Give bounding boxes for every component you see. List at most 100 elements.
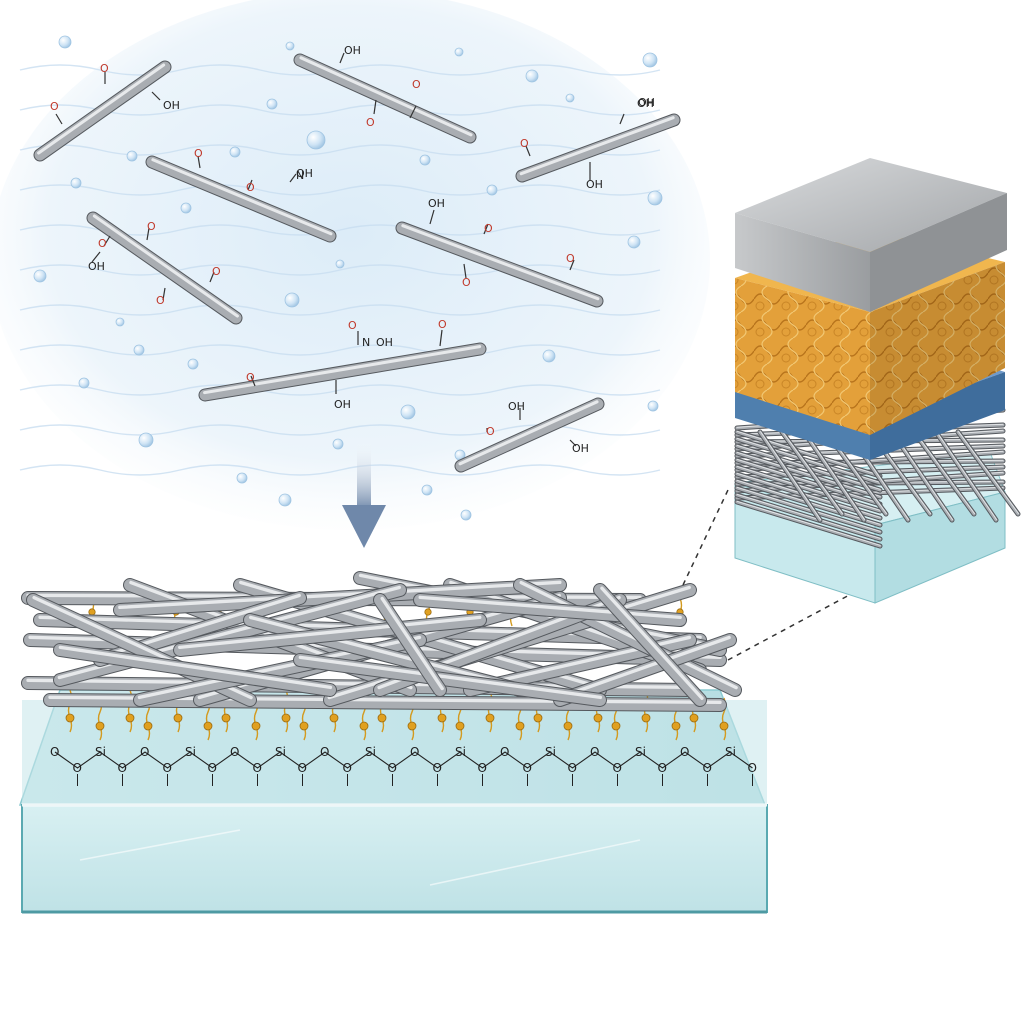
dispersed-nanowire bbox=[395, 221, 604, 308]
nanowire-body bbox=[780, 430, 844, 516]
network-nanowire bbox=[553, 633, 737, 707]
bubble bbox=[229, 146, 241, 158]
nanowire-body bbox=[87, 212, 242, 324]
network-nanowire bbox=[413, 593, 687, 627]
nanowire-body bbox=[54, 644, 336, 696]
functional-group-label: O bbox=[412, 78, 421, 91]
mesh-nanowire bbox=[734, 464, 883, 514]
bubble bbox=[278, 493, 292, 507]
nanowire-body bbox=[735, 458, 882, 506]
nanowire-highlight bbox=[914, 431, 975, 515]
dashed-leader-icon bbox=[682, 489, 869, 661]
silicon-atom-label: Si bbox=[185, 745, 196, 759]
linker-anchor bbox=[593, 713, 603, 723]
functional-group-label: O bbox=[246, 181, 255, 194]
bond-line bbox=[55, 113, 63, 125]
nanowire-body bbox=[735, 451, 882, 499]
nanowire-highlight bbox=[299, 56, 473, 137]
bubble bbox=[460, 509, 472, 521]
nanowire-highlight bbox=[151, 158, 333, 236]
linker-anchor bbox=[407, 721, 417, 731]
oxygen-atom-label: O bbox=[73, 761, 82, 775]
functional-group-label: O bbox=[147, 220, 156, 233]
dispersed-nanowire bbox=[198, 342, 487, 402]
bubble bbox=[565, 93, 575, 103]
nanowire-highlight bbox=[736, 486, 881, 532]
functional-group-label: O bbox=[194, 147, 203, 160]
wave-line bbox=[19, 64, 661, 76]
functional-group-label: O bbox=[566, 252, 575, 265]
linker-anchor bbox=[563, 721, 573, 731]
arrow-down-icon bbox=[342, 440, 386, 548]
linker-anchor bbox=[533, 713, 543, 723]
linker-anchor bbox=[455, 721, 465, 731]
bubble bbox=[454, 47, 464, 57]
nanowire-body bbox=[146, 156, 336, 242]
bond-line bbox=[289, 173, 297, 183]
mesh-nanowire bbox=[734, 450, 883, 500]
functional-group-label: OH bbox=[88, 260, 105, 273]
bond-line bbox=[483, 223, 489, 235]
functional-group-label: O bbox=[486, 425, 495, 438]
linker-anchor bbox=[437, 713, 447, 723]
bubble bbox=[306, 130, 326, 150]
bubble bbox=[332, 438, 344, 450]
nanowire-highlight bbox=[92, 214, 239, 318]
nanowire-highlight bbox=[401, 224, 600, 301]
bond-line bbox=[569, 259, 575, 271]
mesh-nanowire bbox=[734, 485, 883, 535]
functional-group-label: OH bbox=[163, 99, 180, 112]
oxygen-atom-label: O bbox=[230, 745, 239, 759]
nanowire-body bbox=[516, 114, 680, 182]
nanowire-body bbox=[396, 222, 603, 307]
siloxane-backbone bbox=[54, 751, 753, 769]
bond-line bbox=[247, 179, 253, 191]
linker-anchor bbox=[221, 713, 231, 723]
network-nanowire bbox=[293, 653, 607, 707]
wave-line bbox=[19, 344, 661, 356]
bubble bbox=[236, 472, 248, 484]
nitrogen-label: N bbox=[362, 336, 370, 349]
oxygen-atom-label: O bbox=[343, 761, 352, 775]
oxygen-atom-label: O bbox=[388, 761, 397, 775]
dispersed-nanowire bbox=[86, 211, 243, 325]
linker-anchor bbox=[359, 721, 369, 731]
oxygen-atom-label: O bbox=[658, 761, 667, 775]
network-nanowire bbox=[513, 578, 742, 697]
network-nanowire bbox=[593, 583, 707, 707]
linker-anchor bbox=[329, 713, 339, 723]
nanowire-highlight bbox=[600, 586, 704, 700]
silicon-atom-label: Si bbox=[545, 745, 556, 759]
nanowire-highlight bbox=[418, 595, 682, 620]
dispersed-nanowire bbox=[33, 60, 172, 162]
bubble bbox=[400, 404, 416, 420]
bond-line bbox=[151, 91, 161, 101]
nanowire-body bbox=[956, 430, 1020, 516]
nanowire-highlight bbox=[936, 431, 997, 521]
nanowire-body bbox=[735, 500, 882, 548]
nanowire-highlight bbox=[736, 465, 881, 511]
bond-line bbox=[103, 235, 111, 247]
network-nanowire bbox=[53, 643, 337, 697]
nanowire-body bbox=[594, 584, 706, 706]
network-nanowire bbox=[173, 613, 487, 657]
functional-group-label: O bbox=[366, 116, 375, 129]
nanowire-body bbox=[735, 493, 882, 541]
silicon-atom-label: Si bbox=[95, 745, 106, 759]
linker-anchor bbox=[719, 721, 729, 731]
nanowire-body bbox=[114, 579, 566, 616]
bubble bbox=[335, 259, 345, 269]
nanowire-highlight bbox=[118, 580, 562, 610]
linker-anchor bbox=[611, 721, 621, 731]
bond-line bbox=[250, 375, 256, 387]
oxygen-atom-label: O bbox=[140, 745, 149, 759]
nanowire-body bbox=[374, 594, 446, 696]
dispersed-nanowire bbox=[454, 397, 605, 473]
functional-group-label: N bbox=[296, 169, 304, 182]
nanowire-highlight bbox=[804, 431, 865, 521]
bond-line bbox=[209, 271, 215, 283]
solution-waves bbox=[19, 64, 661, 476]
bubble bbox=[642, 52, 658, 68]
bubble bbox=[78, 377, 90, 389]
